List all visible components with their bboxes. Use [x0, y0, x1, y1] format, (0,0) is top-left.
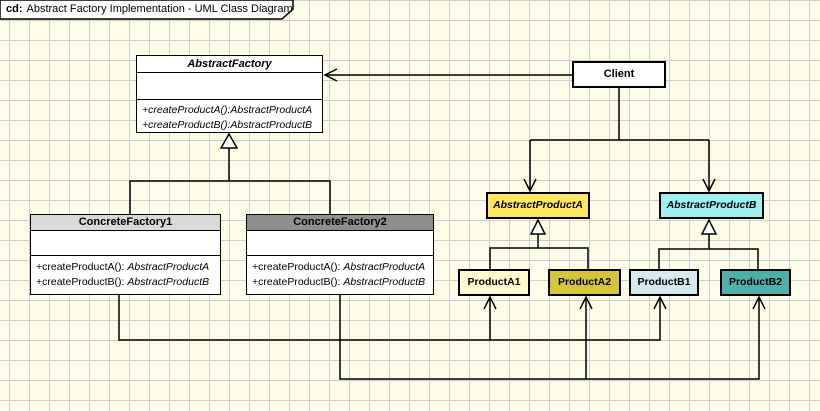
class-name: ProductB2 [728, 276, 783, 288]
class-client[interactable]: Client [572, 61, 666, 88]
methods-compartment: +createProductA():AbstractProductA +crea… [31, 256, 220, 290]
diagram-frame-label[interactable]: cd:Abstract Factory Implementation - UML… [6, 0, 293, 19]
class-name: ProductA2 [557, 276, 612, 288]
method: +createProductA():AbstractProductA [252, 261, 426, 273]
class-product-a1[interactable]: ProductA1 [458, 269, 530, 296]
class-name: Client [603, 68, 635, 80]
class-name: ConcreteFactory2 [247, 215, 433, 231]
method: +createProductB():AbstractProductB [142, 119, 313, 131]
class-abstract-product-a[interactable]: AbstractProductA [486, 192, 590, 219]
attributes-compartment [137, 73, 322, 100]
edge-client-abstractfactory[interactable] [323, 68, 572, 82]
open-arrowhead-icon [523, 178, 537, 193]
open-arrowhead-icon [323, 68, 338, 82]
edge-client-abstractproducts[interactable] [523, 88, 716, 193]
method: +createProductB():AbstractProductB [36, 276, 210, 288]
class-name: ProductA1 [467, 276, 521, 288]
class-name: ConcreteFactory1 [31, 215, 220, 231]
hollow-triangle-icon [529, 218, 547, 235]
diagram-title: Abstract Factory Implementation - UML Cl… [26, 3, 293, 15]
methods-compartment: +createProductA():AbstractProductA +crea… [247, 256, 433, 290]
open-arrowhead-icon [579, 295, 593, 310]
attributes-compartment [247, 231, 433, 256]
method: +createProductA():AbstractProductA [142, 104, 313, 116]
open-arrowhead-icon [653, 295, 667, 310]
class-name: AbstractProductA [493, 199, 583, 211]
class-name: AbstractProductB [666, 199, 757, 211]
open-arrowhead-icon [483, 295, 497, 310]
attributes-compartment [31, 231, 220, 256]
edge-factories-generalization[interactable] [129, 132, 331, 214]
class-abstract-product-b[interactable]: AbstractProductB [659, 192, 764, 219]
class-concrete-factory2[interactable]: ConcreteFactory2 +createProductA():Abstr… [246, 214, 434, 295]
class-product-a2[interactable]: ProductA2 [548, 269, 621, 296]
frame-kind-label: cd: [6, 3, 23, 15]
class-abstract-factory[interactable]: AbstractFactory +createProductA():Abstra… [136, 55, 323, 133]
edge-factory1-creates[interactable] [118, 295, 667, 341]
class-product-b1[interactable]: ProductB1 [629, 269, 699, 296]
methods-compartment: +createProductA():AbstractProductA +crea… [137, 100, 322, 133]
open-arrowhead-icon [752, 295, 766, 310]
method: +createProductB():AbstractProductB [252, 276, 426, 288]
method: +createProductA():AbstractProductA [36, 261, 210, 273]
hollow-triangle-icon [219, 132, 239, 149]
class-concrete-factory1[interactable]: ConcreteFactory1 +createProductA():Abstr… [30, 214, 221, 295]
hollow-triangle-icon [700, 218, 718, 235]
class-name: AbstractFactory [137, 56, 322, 73]
class-name: ProductB1 [637, 276, 691, 288]
class-product-b2[interactable]: ProductB2 [720, 269, 791, 296]
edge-productb-generalization[interactable] [658, 218, 759, 269]
open-arrowhead-icon [702, 178, 716, 193]
edge-producta-generalization[interactable] [489, 218, 589, 269]
edge-factory2-creates[interactable] [339, 295, 766, 380]
frame-label-shape [0, 0, 294, 20]
